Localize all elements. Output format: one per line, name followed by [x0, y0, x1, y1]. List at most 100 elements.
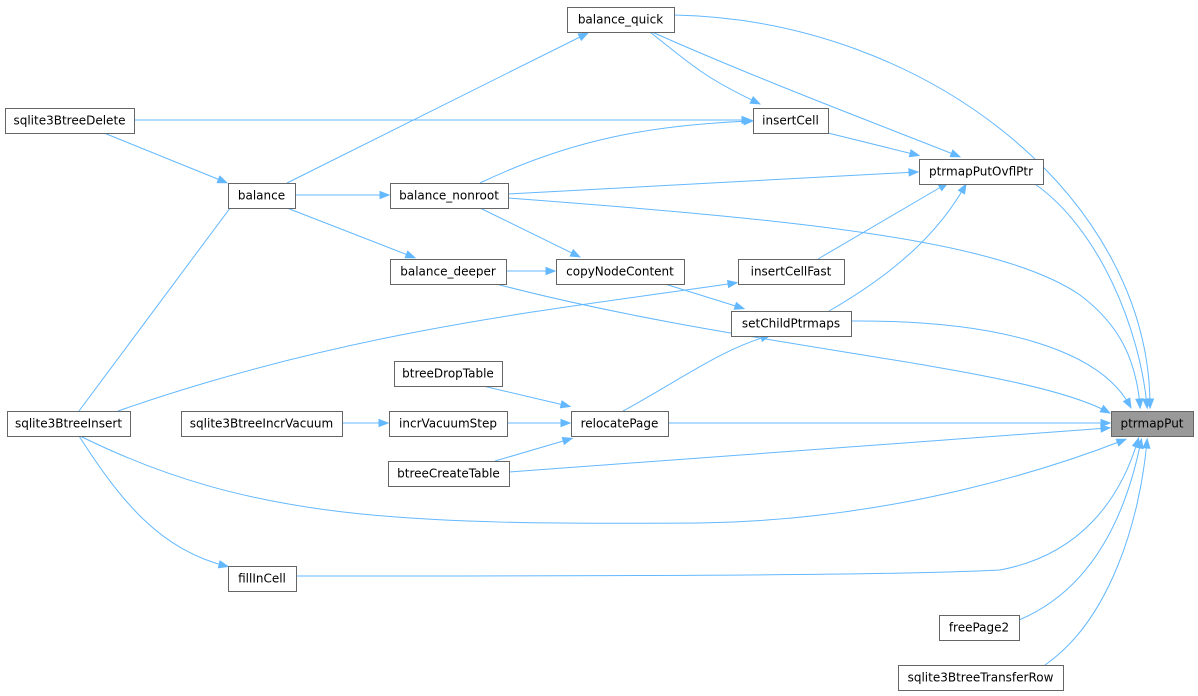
- edge-fillInCell-to-ptrmapPut: [295, 436, 1140, 577]
- edge-line: [78, 187, 246, 412]
- node-balance_nonroot[interactable]: balance_nonroot: [390, 183, 509, 209]
- node-box[interactable]: [738, 259, 845, 285]
- node-label: fillInCell: [238, 572, 286, 586]
- node-box[interactable]: [228, 566, 297, 592]
- edge-balance_nonroot-to-ptrmapPut: [507, 197, 1144, 410]
- node-label: ptrmapPutOvflPtr: [929, 165, 1033, 179]
- node-box[interactable]: [388, 461, 510, 487]
- arrowhead-icon: [1099, 404, 1111, 414]
- node-box[interactable]: [394, 361, 503, 387]
- node-box[interactable]: [567, 7, 675, 33]
- edge-insertCell-to-ptrmapPutOvflPtr: [827, 132, 921, 158]
- arrowhead-icon: [1115, 438, 1128, 447]
- node-box[interactable]: [389, 411, 508, 437]
- node-balance_quick[interactable]: balance_quick: [567, 7, 675, 33]
- arrowhead-icon: [908, 149, 921, 158]
- edge-line: [850, 320, 1131, 407]
- node-insertCellFast[interactable]: insertCellFast: [738, 259, 845, 285]
- edge-line: [828, 185, 966, 312]
- edge-line: [508, 427, 1109, 473]
- node-btreeCreateTable[interactable]: btreeCreateTable: [388, 461, 510, 487]
- edge-ptrmapPutOvflPtr-to-ptrmapPut: [1034, 183, 1151, 410]
- arrowhead-icon: [1122, 397, 1132, 409]
- edge-sqlite3BtreeInsert-to-balance: [78, 185, 248, 412]
- node-label: sqlite3BtreeTransferRow: [908, 671, 1054, 685]
- edge-relocatePage-to-setChildPtrmaps: [622, 334, 772, 412]
- node-label: balance_nonroot: [399, 189, 499, 203]
- node-btreeDropTable[interactable]: btreeDropTable: [394, 361, 503, 387]
- node-box[interactable]: [1111, 411, 1194, 437]
- arrowhead-icon: [217, 560, 230, 569]
- edge-balance_quick-to-insertCell: [649, 31, 762, 105]
- node-box[interactable]: [898, 665, 1064, 691]
- edges-layer: [78, 14, 1155, 666]
- node-sqlite3BtreeDelete[interactable]: sqlite3BtreeDelete: [5, 108, 135, 134]
- edge-line: [651, 31, 959, 157]
- node-sqlite3BtreeIncrVacuum[interactable]: sqlite3BtreeIncrVacuum: [181, 411, 343, 437]
- node-box[interactable]: [753, 108, 829, 134]
- node-label: relocatePage: [581, 417, 659, 431]
- node-insertCell[interactable]: insertCell: [753, 108, 829, 134]
- arrowhead-icon: [378, 418, 390, 428]
- node-relocatePage[interactable]: relocatePage: [571, 411, 669, 437]
- node-box[interactable]: [5, 108, 135, 134]
- edge-line: [103, 132, 226, 183]
- edge-line: [482, 385, 569, 407]
- edge-balance-to-balance_nonroot: [295, 190, 391, 200]
- edge-balance-to-balance_quick: [286, 32, 590, 184]
- arrowhead-icon: [545, 266, 557, 276]
- edge-btreeCreateTable-to-relocatePage: [494, 437, 574, 462]
- edge-line: [507, 171, 917, 195]
- edge-relocatePage-to-ptrmapPut: [668, 418, 1112, 428]
- node-ptrmapPutOvflPtr[interactable]: ptrmapPutOvflPtr: [919, 159, 1044, 185]
- arrowhead-icon: [733, 301, 746, 310]
- node-copyNodeContent[interactable]: copyNodeContent: [556, 259, 685, 285]
- edge-sqlite3BtreeTransferRow-to-ptrmapPut: [1044, 437, 1151, 666]
- edge-line: [479, 207, 579, 257]
- arrowhead-icon: [949, 149, 962, 158]
- node-incrVacuumStep[interactable]: incrVacuumStep: [389, 411, 508, 437]
- edge-line: [1044, 440, 1148, 666]
- node-setChildPtrmaps[interactable]: setChildPtrmaps: [731, 311, 852, 337]
- node-sqlite3BtreeTransferRow[interactable]: sqlite3BtreeTransferRow: [898, 665, 1064, 691]
- nodes-layer: balance_quick sqlite3BtreeDelete insertCel…: [5, 7, 1194, 691]
- edge-line: [1018, 440, 1142, 621]
- edge-sqlite3BtreeInsert-to-fillInCell: [78, 435, 230, 569]
- node-box[interactable]: [390, 259, 507, 285]
- edge-line: [649, 31, 759, 104]
- edge-sqlite3BtreeIncrVacuum-to-incrVacuumStep: [342, 418, 390, 428]
- node-box[interactable]: [7, 411, 131, 437]
- node-label: balance_deeper: [400, 265, 496, 279]
- node-balance[interactable]: balance: [228, 183, 296, 209]
- edge-line: [622, 335, 769, 412]
- edge-btreeCreateTable-to-ptrmapPut: [508, 424, 1112, 473]
- arrowhead-icon: [561, 437, 574, 446]
- arrowhead-icon: [726, 279, 739, 289]
- node-box[interactable]: [919, 159, 1044, 185]
- node-ptrmapPut[interactable]: ptrmapPut: [1111, 411, 1194, 437]
- arrowhead-icon: [957, 183, 967, 195]
- node-box[interactable]: [731, 311, 852, 337]
- arrowhead-icon: [1100, 418, 1112, 428]
- node-box[interactable]: [556, 259, 685, 285]
- edge-line: [286, 33, 587, 184]
- edge-sqlite3BtreeInsert-to-ptrmapPut: [79, 435, 1128, 524]
- node-balance_deeper[interactable]: balance_deeper: [390, 259, 507, 285]
- edge-line: [1034, 183, 1148, 407]
- node-freePage2[interactable]: freePage2: [939, 615, 1020, 641]
- node-box[interactable]: [390, 183, 509, 209]
- node-fillInCell[interactable]: fillInCell: [228, 566, 297, 592]
- edge-balance_nonroot-to-ptrmapPutOvflPtr: [507, 168, 920, 195]
- arrowhead-icon: [1142, 437, 1151, 449]
- arrowhead-icon: [1100, 424, 1112, 433]
- edge-line: [117, 282, 736, 412]
- node-box[interactable]: [939, 615, 1020, 641]
- node-sqlite3BtreeInsert[interactable]: sqlite3BtreeInsert: [7, 411, 131, 437]
- node-box[interactable]: [571, 411, 669, 437]
- edge-balance_nonroot-to-copyNodeContent: [479, 207, 582, 258]
- node-box[interactable]: [181, 411, 343, 437]
- node-box[interactable]: [228, 183, 296, 209]
- edge-balance-to-balance_deeper: [286, 207, 417, 259]
- edge-line: [673, 14, 1151, 407]
